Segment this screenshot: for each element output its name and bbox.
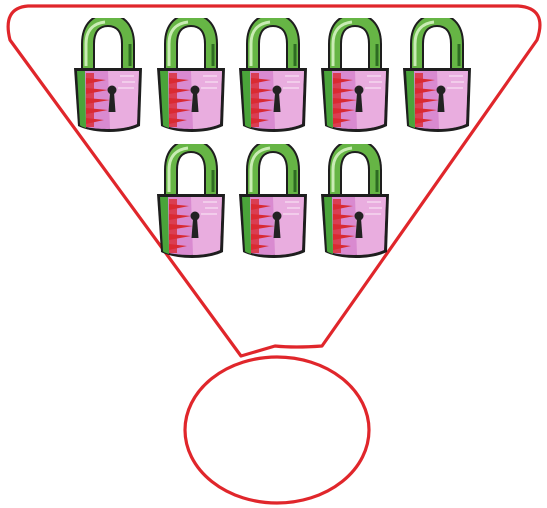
padlock-icon (403, 20, 471, 132)
padlock-icon (239, 146, 307, 258)
padlock-icon (321, 146, 389, 258)
padlock-icon (239, 20, 307, 132)
padlock-icon (321, 20, 389, 132)
padlock-row-2 (157, 146, 389, 258)
padlock-row-1 (74, 20, 471, 132)
answer-oval[interactable] (185, 357, 369, 503)
padlock-icon (157, 20, 225, 132)
padlock-icon (74, 20, 142, 132)
padlock-icon (157, 146, 225, 258)
